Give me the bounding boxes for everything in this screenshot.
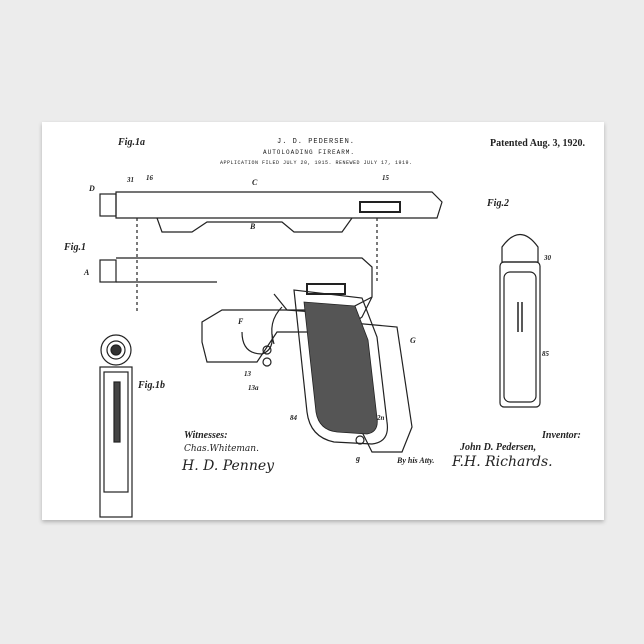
header-application: APPLICATION FILED JULY 20, 1915. RENEWED… [220,160,413,166]
fig-2-label: Fig.2 [487,198,509,209]
part-label-a: A [84,268,89,277]
witness-signature-2: H. D. Penney [182,458,274,474]
fig-1-pistol [100,258,412,452]
part-label-b: B [250,222,255,231]
part-label-2n: 2n [377,414,384,422]
inventor-label: Inventor: [542,430,581,441]
fig-1a-label: Fig.1a [118,137,145,148]
inventor-name: John D. Pedersen, [460,442,536,453]
part-label-13: 13 [244,370,251,378]
witness-signature-1: Chas.Whiteman. [184,444,259,454]
attorney-signature: F.H. Richards. [452,454,553,470]
header-inventor: J. D. PEDERSEN. [277,138,355,146]
fig-1b-front-view [100,335,132,517]
fig-1b-label: Fig.1b [138,380,165,391]
part-label-f: F [238,317,243,326]
part-label-15: 15 [382,174,389,182]
patented-date: Patented Aug. 3, 1920. [490,138,585,149]
part-label-16: 16 [146,174,153,182]
part-label-13a: 13a [248,384,259,392]
part-label-c: C [252,178,257,187]
part-label-small-g: g [356,454,360,463]
part-label-84: 84 [290,414,297,422]
part-label-d: D [89,184,95,193]
fig-1-label: Fig.1 [64,242,86,253]
part-label-30: 30 [544,254,551,262]
patent-poster: J. D. PEDERSEN. AUTOLOADING FIREARM. APP… [42,122,604,520]
part-label-85: 85 [542,350,549,358]
attorney-label: By his Atty. [397,456,434,465]
fig-2-magazine [500,235,540,408]
part-label-g: G [410,336,416,345]
header-title: AUTOLOADING FIREARM. [263,149,355,156]
part-label-31: 31 [127,176,134,184]
fig-1a-slide [100,192,442,312]
witnesses-label: Witnesses: [184,430,228,441]
